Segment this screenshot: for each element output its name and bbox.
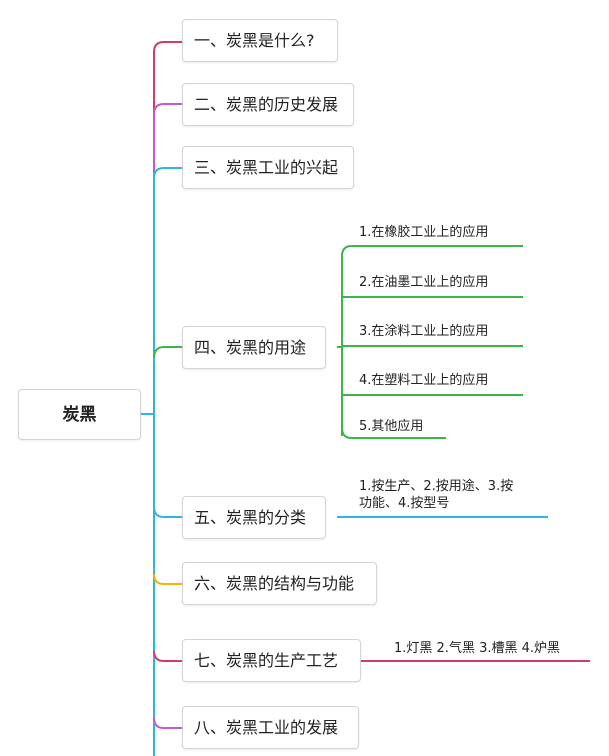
branch-node-3[interactable]: 三、炭黑工业的兴起: [182, 146, 354, 189]
leaf-paint-application[interactable]: 3.在涂料工业上的应用: [359, 324, 489, 339]
leaf-other-application[interactable]: 5.其他应用: [359, 419, 424, 434]
branch-node-5[interactable]: 五、炭黑的分类: [182, 496, 326, 539]
branch7-connector: [153, 650, 182, 662]
branch-label: 七、炭黑的生产工艺: [194, 650, 339, 670]
leaf-rubber-application[interactable]: 1.在橡胶工业上的应用: [359, 225, 489, 240]
branch4-connector: [153, 346, 182, 359]
branch-label: 二、炭黑的历史发展: [194, 94, 339, 114]
trunk-main-blue: [153, 167, 182, 756]
branch6-connector: [153, 573, 182, 585]
root-node[interactable]: 炭黑: [18, 389, 141, 440]
leaf-ink-application[interactable]: 2.在油墨工业上的应用: [359, 275, 489, 290]
branch8-connector: [153, 717, 182, 729]
branch-label: 一、炭黑是什么?: [194, 30, 315, 50]
leaf-plastic-application[interactable]: 4.在塑料工业上的应用: [359, 373, 489, 388]
trunk-top-purple: [153, 103, 182, 414]
branch-node-6[interactable]: 六、炭黑的结构与功能: [182, 562, 377, 605]
branch-node-4[interactable]: 四、炭黑的用途: [182, 326, 326, 369]
leaf-classification-line-1[interactable]: 1.按生产、2.按用途、3.按: [359, 479, 514, 494]
branch-label: 五、炭黑的分类: [194, 507, 307, 527]
trunk-top-red: [153, 41, 182, 414]
branch-node-7[interactable]: 七、炭黑的生产工艺: [182, 639, 361, 682]
leaf-classification-line-2: 功能、4.按型号: [359, 496, 450, 511]
branch-label: 六、炭黑的结构与功能: [194, 573, 355, 593]
leaf-production-types[interactable]: 1.灯黑 2.气黑 3.槽黑 4.炉黑: [394, 641, 561, 656]
branch-label: 三、炭黑工业的兴起: [194, 157, 339, 177]
branch-label: 八、炭黑工业的发展: [194, 717, 339, 737]
root-label: 炭黑: [62, 404, 97, 425]
branch-node-1[interactable]: 一、炭黑是什么?: [182, 19, 338, 62]
branch5-connector: [153, 506, 182, 518]
branch4-children-lines: [337, 245, 523, 439]
branch-label: 四、炭黑的用途: [194, 337, 307, 357]
branch-node-2[interactable]: 二、炭黑的历史发展: [182, 83, 354, 126]
branch-node-8[interactable]: 八、炭黑工业的发展: [182, 706, 359, 749]
